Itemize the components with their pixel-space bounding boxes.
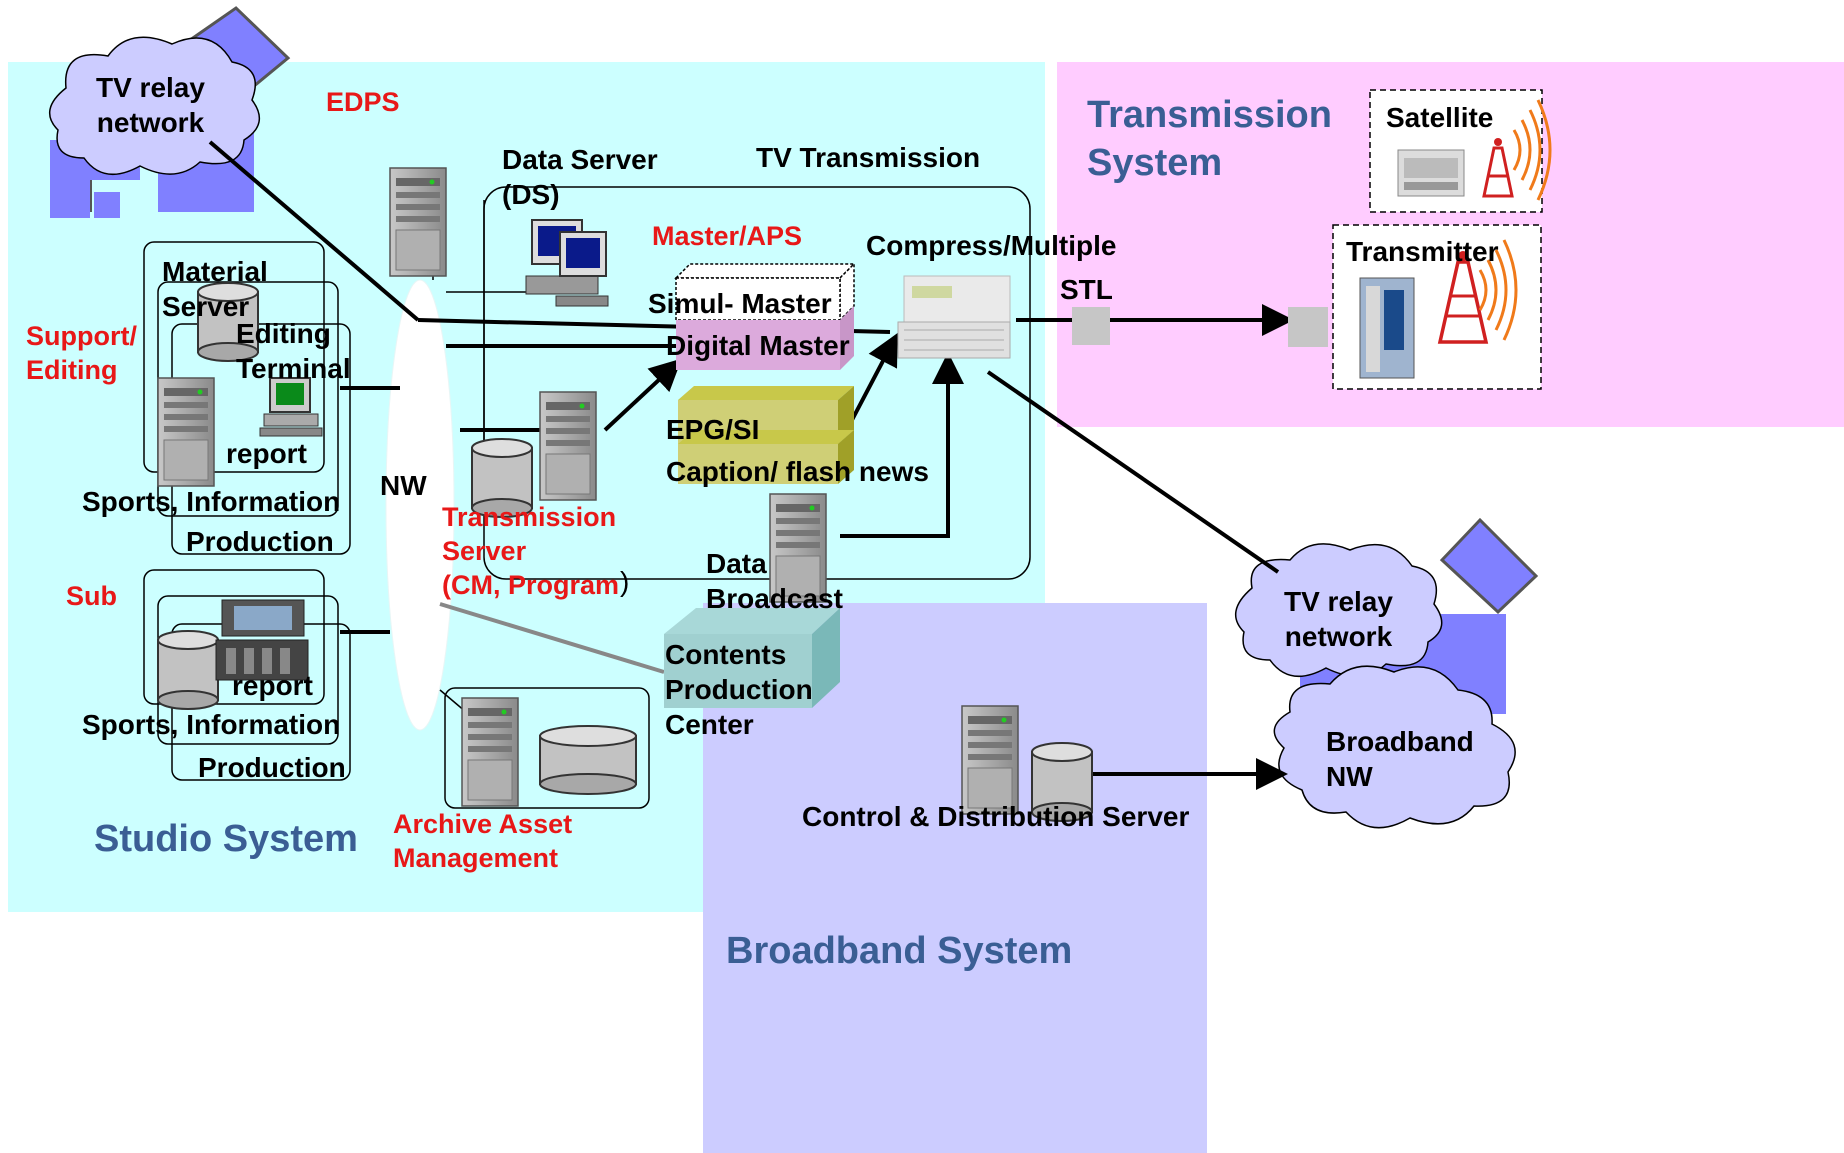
cloud-icon: [49, 36, 261, 176]
tv-relay-network-label: TV relay network: [96, 72, 205, 138]
edps-label: EDPS: [326, 87, 400, 117]
transmission-server-label: Transmission Server (CM, Program: [442, 502, 620, 600]
master-aps-label: Master/APS: [652, 221, 803, 251]
server-tower-icon: [539, 391, 597, 501]
server-tower-icon: [461, 697, 519, 807]
compress-multiple-label: Compress/Multiple: [866, 230, 1117, 261]
contents-production-center-label: Contents Production Center: [665, 639, 813, 740]
multiplexer-icon: [897, 275, 1011, 359]
archive-asset-management-label: Archive Asset Management: [393, 809, 573, 873]
digital-master-block: [676, 306, 854, 370]
server-tower-icon: [961, 705, 1019, 815]
control-distribution-server-label: Control & Distribution Server: [802, 801, 1190, 832]
server-tower-icon: [157, 377, 215, 487]
database-cylinder-icon: [157, 630, 219, 710]
production-label: Production: [186, 526, 334, 557]
caption-block: [678, 430, 854, 484]
stl-box: [1072, 307, 1110, 345]
transmitter-rack-icon: [1359, 277, 1415, 379]
data-broadcast-label: Data Broadcast: [706, 548, 843, 614]
broadband-nw-label: Broadband NW: [1326, 726, 1474, 792]
epg-si-label: EPG/SI: [666, 414, 760, 445]
contents-production-block: [664, 608, 840, 708]
simul-master-block: [674, 262, 856, 322]
editing-terminal-label: Editing Terminal: [236, 318, 351, 384]
stl-receiver-box: [1288, 307, 1328, 347]
cloud-icon: [1235, 543, 1443, 678]
caption-flash-news-label: Caption/ flash news: [666, 456, 929, 487]
transmitter-label: Transmitter: [1346, 236, 1499, 267]
sub-label: Sub: [66, 581, 117, 611]
transmission-server-paren: ): [620, 566, 630, 597]
studio-system-title: Studio System: [94, 818, 358, 860]
editing-terminal-icon: [259, 377, 323, 437]
tv-relay-network-label: TV relay network: [1284, 586, 1393, 652]
satellite-dish-icon: [1397, 149, 1465, 197]
material-server-label: Material Server: [162, 256, 268, 322]
sub-box: [143, 569, 325, 705]
nw-label: NW: [380, 470, 427, 501]
archive-link: [439, 602, 665, 674]
desktop-monitor-icon: [525, 219, 609, 307]
nw-bus: [385, 279, 455, 731]
production-label: Production: [198, 752, 346, 783]
video-mixer-icon: [215, 599, 309, 681]
sports-information-label: Sports, Information: [82, 486, 341, 517]
broadcast-tower-icon: [1482, 98, 1552, 202]
tv-transmission-label: TV Transmission: [756, 142, 981, 173]
broadband-system-title: Broadband System: [726, 930, 1073, 972]
cloud-icon: [1273, 665, 1516, 829]
server-tower-icon: [389, 167, 447, 277]
digital-master-label: Digital Master: [666, 330, 850, 361]
report-label: report: [226, 438, 307, 469]
editing-box: [143, 241, 325, 473]
archive-box: [444, 687, 650, 809]
simul-master-label: Simul- Master: [648, 288, 832, 319]
sports-information-label: Sports, Information: [82, 709, 341, 740]
data-server-label: Data Server (DS): [502, 144, 658, 210]
transmission-system-title: Transmission System: [1087, 94, 1332, 184]
support-editing-label: Support/ Editing: [26, 321, 137, 385]
database-cylinder-icon: [539, 725, 637, 795]
report-label: report: [232, 670, 313, 701]
broadcast-tower-icon: [1437, 238, 1518, 344]
stl-label: STL: [1060, 274, 1113, 305]
satellite-label: Satellite: [1386, 102, 1494, 133]
